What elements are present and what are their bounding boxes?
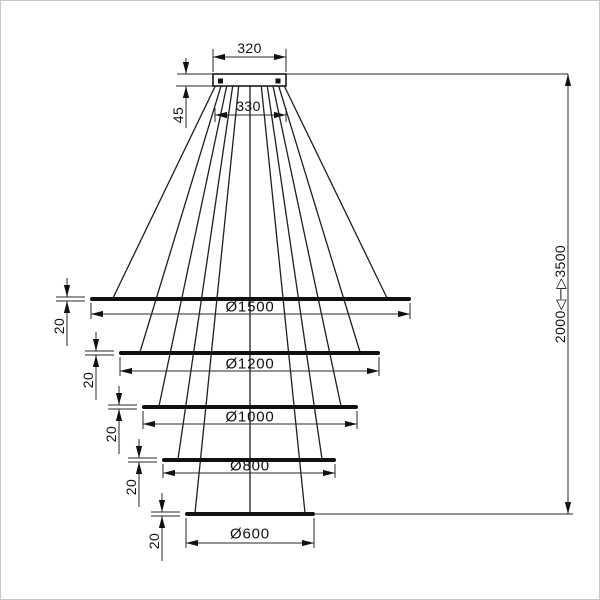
ring-600-diameter-label: Ø600 (230, 526, 270, 543)
range-arrow-icon: ◁─▷ (552, 278, 568, 311)
cable-spread-dimension: 330 (214, 98, 287, 122)
ring-1200-thickness-label: 20 (80, 372, 96, 388)
suspension-range-label: 2000◁─▷3500 (552, 245, 568, 343)
canopy-width-label: 320 (237, 40, 262, 56)
canopy (212, 73, 287, 87)
ring-1200-diameter-label: Ø1200 (225, 356, 274, 373)
ring-800: Ø800 20 (123, 439, 336, 507)
canopy-height-dimension: 45 (170, 58, 190, 128)
ring-1200: Ø1200 20 (80, 332, 380, 400)
suspension-min-label: 2000 (552, 310, 568, 343)
ring-600: Ø600 20 (146, 493, 315, 561)
canopy-width-dimension: 320 (212, 40, 287, 72)
ring-600-thickness-label: 20 (146, 533, 162, 549)
ring-1500: Ø1500 20 (51, 278, 411, 346)
cable-spread-label: 330 (236, 98, 261, 114)
canopy-screw-right (275, 78, 281, 84)
ring-1500-thickness-label: 20 (51, 318, 67, 334)
ring-1000-diameter-label: Ø1000 (225, 409, 274, 426)
ring-1000-thickness-label: 20 (103, 426, 119, 442)
canopy-screw-left (218, 78, 223, 84)
canopy-height-label: 45 (170, 107, 186, 123)
suspension-max-label: 3500 (552, 245, 568, 278)
suspension-height-dimension: 2000◁─▷3500 (314, 74, 573, 515)
ceiling-line (176, 73, 568, 87)
ring-1000: Ø1000 20 (103, 386, 358, 454)
ring-1500-diameter-label: Ø1500 (225, 299, 274, 316)
ring-800-thickness-label: 20 (123, 479, 139, 495)
ring-800-diameter-label: Ø800 (230, 458, 270, 475)
